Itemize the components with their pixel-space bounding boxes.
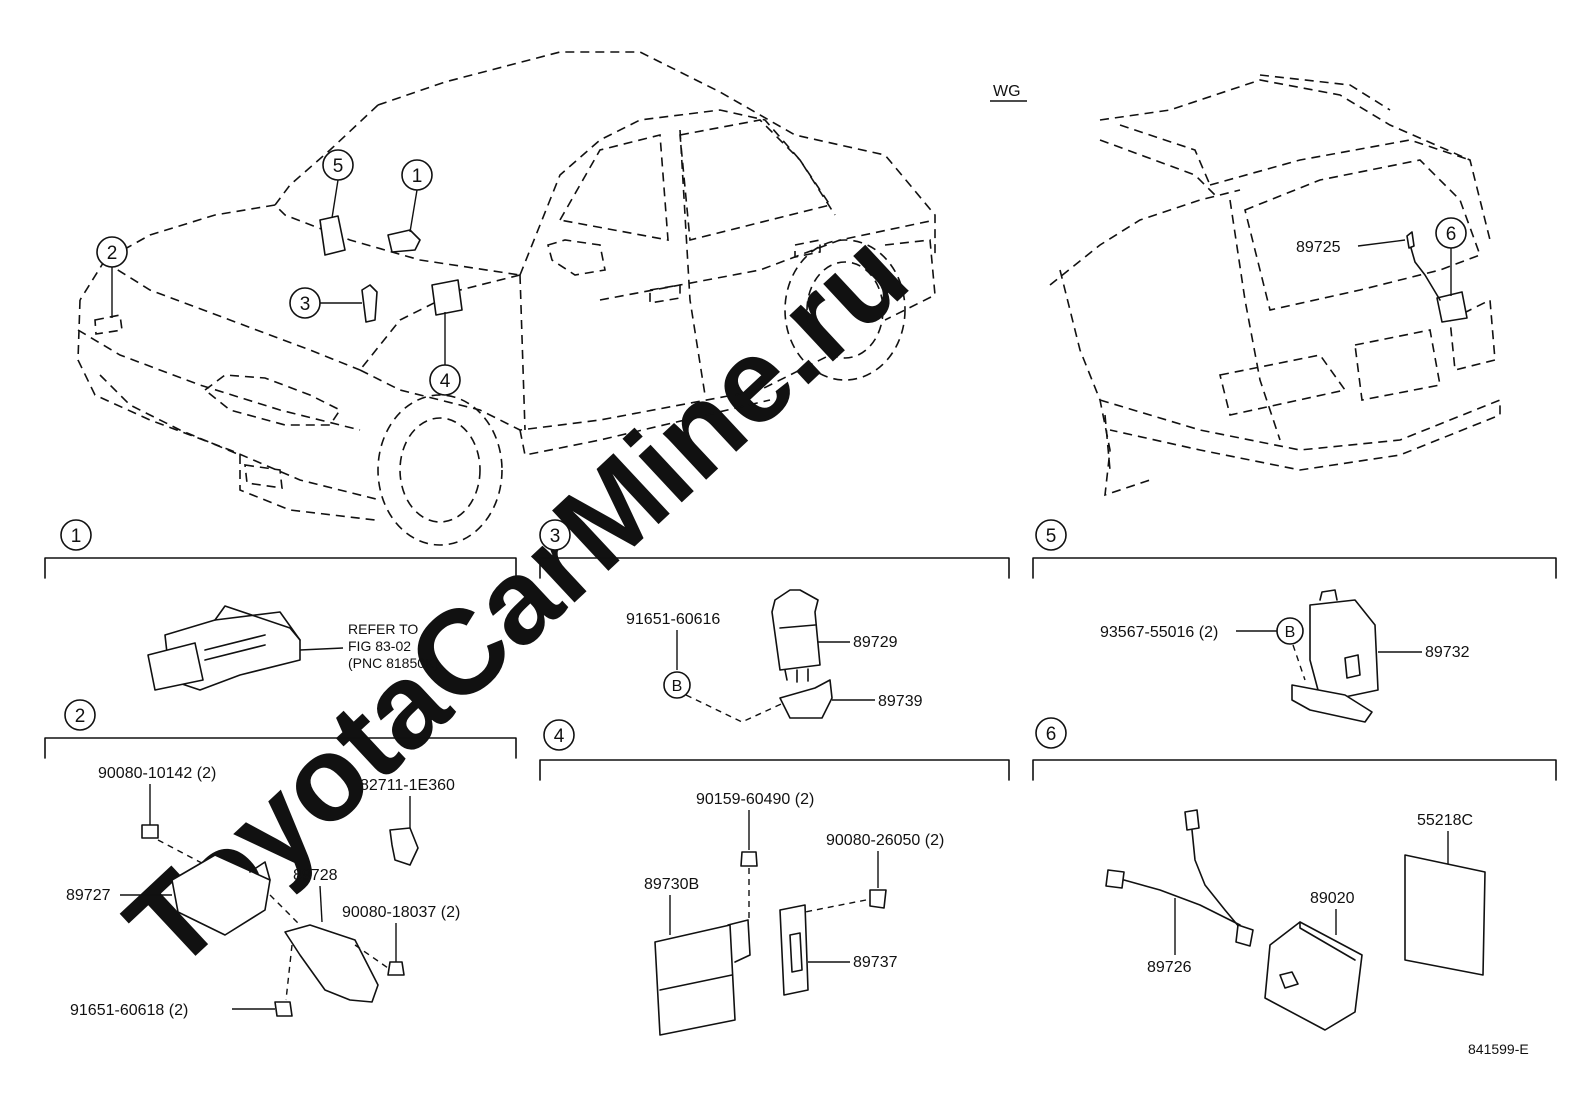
- label-90080-18037: 90080-18037 (2): [342, 904, 460, 921]
- label-90159-60490: 90159-60490 (2): [696, 791, 814, 808]
- bracket-89739: [779, 679, 833, 719]
- section-1-part: [147, 605, 301, 691]
- marker-6: 6: [1435, 217, 1467, 296]
- label-89729: 89729: [853, 634, 898, 651]
- variant-label: WG: [993, 83, 1021, 100]
- label-89725: 89725: [1296, 239, 1341, 256]
- label-91651-60618: 91651-60618 (2): [70, 1002, 188, 1019]
- marker-3: 3: [289, 287, 321, 319]
- figure-code: 841599-E: [1468, 1041, 1529, 1057]
- label-55218C: 55218C: [1417, 812, 1473, 829]
- label-93567-55016: 93567-55016 (2): [1100, 624, 1218, 641]
- label-89739: 89739: [878, 693, 923, 710]
- callout-b-s3: B: [663, 671, 691, 699]
- section-header-6: 6: [1032, 717, 1557, 781]
- sensor-89732: [1309, 599, 1379, 699]
- section-header-3: 3: [539, 519, 1010, 579]
- section-header-5: 5: [1032, 519, 1557, 579]
- pad-55218C: [1404, 854, 1486, 976]
- label-89732: 89732: [1425, 644, 1470, 661]
- label-89727: 89727: [66, 887, 111, 904]
- marker-4: 4: [429, 364, 461, 396]
- section-header-1: 1: [44, 519, 517, 579]
- bracket-89737: [779, 904, 809, 996]
- module-89730B: [654, 924, 736, 1036]
- svg-text:1: 1: [71, 526, 82, 547]
- svg-text:2: 2: [107, 243, 118, 264]
- label-89728: 89728: [293, 867, 338, 884]
- svg-text:5: 5: [1046, 526, 1057, 547]
- refer-line-2: FIG 83-02: [348, 638, 411, 654]
- sedan-marker-leaders: [111, 179, 446, 365]
- marker-2: 2: [96, 236, 128, 268]
- wagon-illustration: [1049, 74, 1501, 497]
- switch-89729: [771, 589, 821, 671]
- refer-line-3: (PNC 81850K): [348, 655, 439, 671]
- svg-text:B: B: [672, 678, 683, 695]
- label-82711-1E360: 82711-1E360: [360, 777, 455, 794]
- section-header-4: 4: [539, 719, 1010, 781]
- bolt-icon: [141, 824, 159, 839]
- svg-text:4: 4: [440, 371, 451, 392]
- svg-text:5: 5: [333, 156, 344, 177]
- section-header-2: 2: [44, 699, 517, 759]
- refer-line-1: REFER TO: [348, 621, 418, 637]
- label-91651-60616: 91651-60616: [626, 611, 720, 628]
- svg-text:3: 3: [300, 294, 311, 315]
- label-89737: 89737: [853, 954, 898, 971]
- svg-text:2: 2: [75, 706, 86, 727]
- sedan-illustration: [77, 51, 936, 546]
- harness-89726: [1105, 809, 1254, 947]
- svg-text:6: 6: [1046, 724, 1057, 745]
- svg-text:4: 4: [554, 726, 565, 747]
- label-90080-10142: 90080-10142 (2): [98, 765, 216, 782]
- marker-1: 1: [401, 159, 433, 191]
- label-89726: 89726: [1147, 959, 1192, 976]
- svg-text:3: 3: [550, 526, 561, 547]
- marker-5: 5: [322, 149, 354, 181]
- callout-b-s5: B: [1276, 617, 1304, 645]
- label-90080-26050: 90080-26050 (2): [826, 832, 944, 849]
- label-89730B: 89730B: [644, 876, 699, 893]
- svg-text:B: B: [1285, 624, 1296, 641]
- svg-text:1: 1: [412, 166, 423, 187]
- label-89020: 89020: [1310, 890, 1355, 907]
- svg-text:6: 6: [1446, 224, 1457, 245]
